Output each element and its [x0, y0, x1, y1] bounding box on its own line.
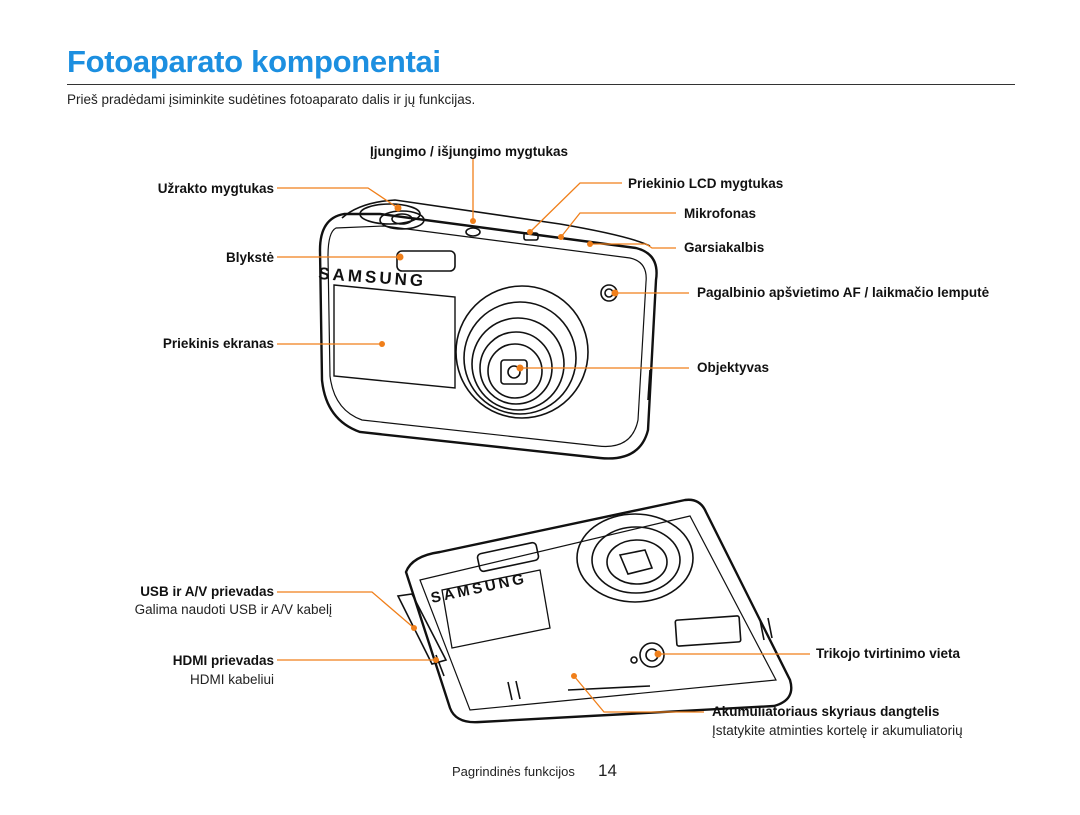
label-lens: Objektyvas: [697, 360, 770, 375]
callout-dots: [379, 204, 662, 679]
camera-front-illustration: [318, 199, 658, 460]
label-power-button: Įjungimo / išjungimo mygtukas: [370, 144, 569, 159]
footer-section: Pagrindinės funkcijos: [452, 764, 575, 779]
note-usb-port: Galima naudoti USB ir A/V kabelį: [134, 602, 332, 617]
label-hdmi-port: HDMI prievadas: [172, 653, 274, 668]
label-usb-port: USB ir A/V prievadas: [140, 584, 274, 599]
note-hdmi-port: HDMI kabeliui: [189, 672, 274, 687]
label-front-screen: Priekinis ekranas: [162, 336, 274, 351]
title-divider: [67, 84, 1015, 85]
label-microphone: Mikrofonas: [684, 206, 757, 221]
callout-leaders: [277, 158, 810, 713]
note-battery-cover: Įstatykite atminties kortelę ir akumulia…: [712, 723, 963, 738]
label-tripod-mount: Trikojo tvirtinimo vieta: [816, 646, 961, 661]
footer-page-number: 14: [598, 761, 617, 780]
label-af-lamp: Pagalbinio apšvietimo AF / laikmačio lem…: [697, 285, 990, 300]
label-speaker: Garsiakalbis: [684, 240, 765, 255]
label-battery-cover: Akumuliatoriaus skyriaus dangtelis: [712, 704, 940, 719]
camera-brand-back: SAMSUNG: [429, 570, 528, 607]
label-flash: Blykstė: [225, 250, 274, 265]
intro-text: Prieš pradėdami įsiminkite sudėtines fot…: [67, 92, 476, 107]
label-front-lcd-button: Priekinio LCD mygtukas: [628, 176, 784, 191]
page-title: Fotoaparato komponentai: [67, 44, 441, 79]
label-shutter-button: Užrakto mygtukas: [157, 181, 274, 196]
camera-bottom-illustration: [396, 498, 793, 724]
